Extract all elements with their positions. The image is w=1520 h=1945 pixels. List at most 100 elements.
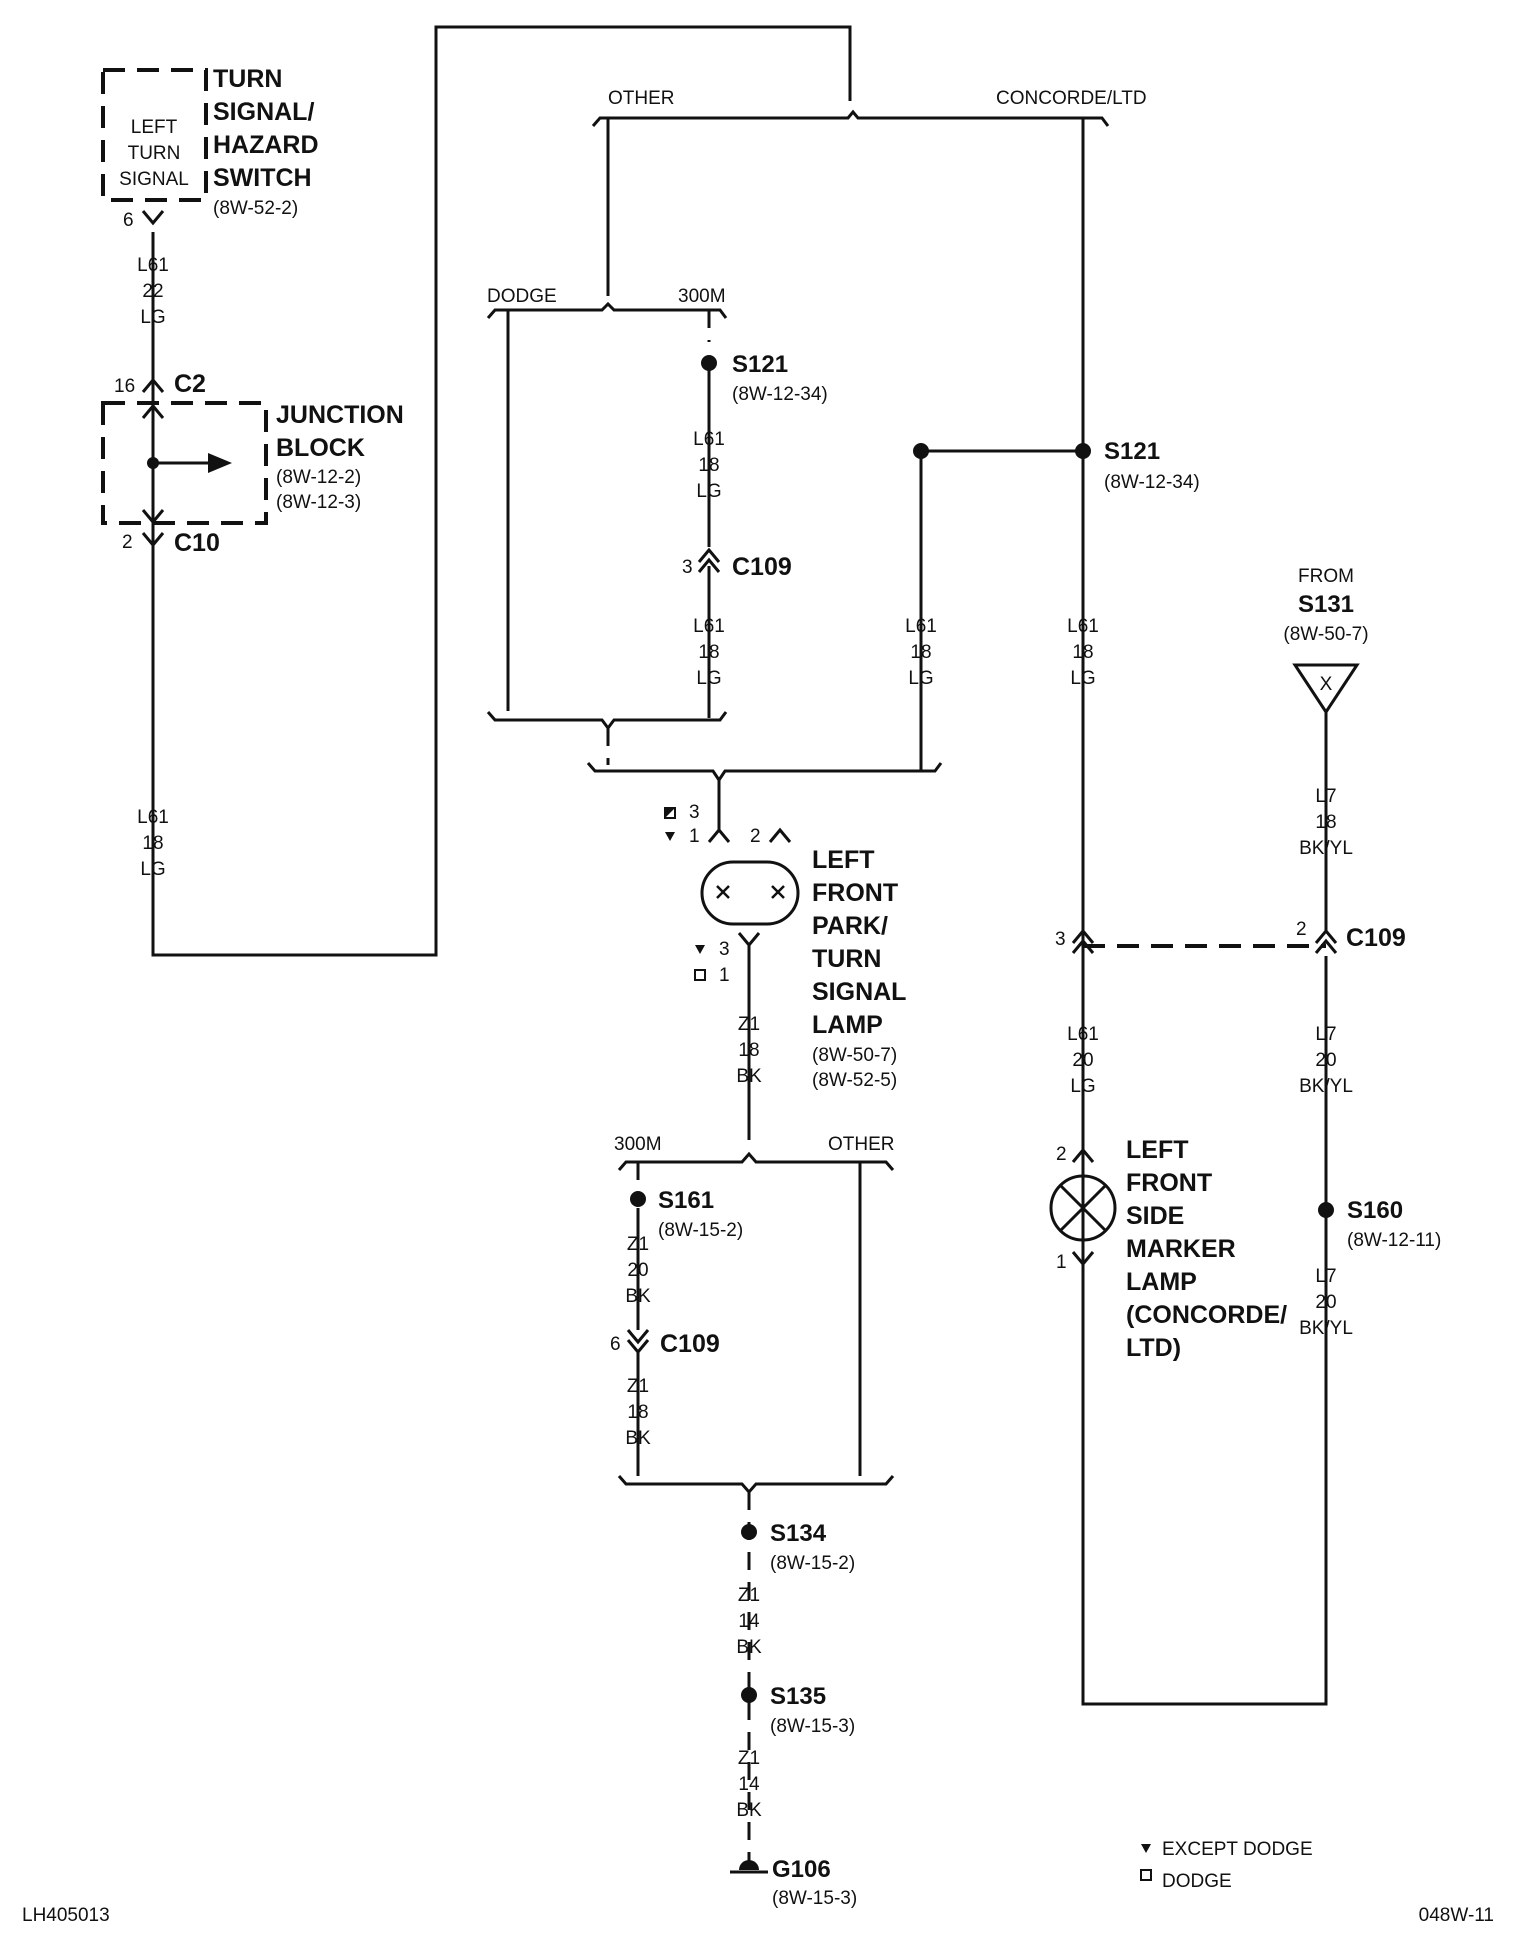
- wire-label-z1-14a-b: 14: [738, 1611, 760, 1632]
- wire-label-l61-20-b: 20: [1072, 1050, 1093, 1071]
- splice-s134-ref: (8W-15-2): [770, 1553, 855, 1574]
- dodge-marker-bottom: [694, 969, 706, 981]
- wire-label-z1-14b-a: Z1: [738, 1748, 760, 1769]
- wire-label-z1-20-a: Z1: [627, 1234, 649, 1255]
- lamp-top-pin-a-symbol: [707, 827, 731, 843]
- wire-label-z1-14b-b: 14: [738, 1774, 760, 1795]
- switch-title-4: SWITCH: [213, 164, 312, 192]
- park-lamp-ref-1: (8W-50-7): [812, 1045, 897, 1066]
- splice-s160-dot: [1318, 1202, 1334, 1218]
- wire-label-l7-20-a3: BK/YL: [1299, 1076, 1353, 1097]
- c10-pin-symbol: [141, 532, 165, 548]
- splice-s161-name: S161: [658, 1187, 714, 1214]
- wire-label-l7-20-a2: 20: [1315, 1050, 1336, 1071]
- splice-s121-b-dot: [1075, 443, 1091, 459]
- switch-title-2: SIGNAL/: [213, 98, 314, 126]
- splice-s135-name: S135: [770, 1683, 826, 1710]
- wire-label-c109-c: LG: [696, 668, 721, 689]
- switch-title-3: HAZARD: [213, 131, 319, 159]
- switch-inner-label-2: TURN: [128, 143, 181, 164]
- wire-label-l7-20-b1: L7: [1315, 1266, 1336, 1287]
- legend-except-dodge: EXCEPT DODGE: [1162, 1839, 1313, 1860]
- side-marker-title-5: LAMP: [1126, 1268, 1197, 1296]
- wire-label-l7-20-a1: L7: [1315, 1024, 1336, 1045]
- lamp-top-pin-c: 2: [750, 826, 761, 847]
- wire-label-l61-22-c: LG: [140, 307, 165, 328]
- variant-bracket-ground: [617, 1151, 895, 1171]
- switch-ref: (8W-52-2): [213, 198, 298, 219]
- c109-bottom-name: C109: [660, 1330, 720, 1358]
- variant-label-other: OTHER: [608, 88, 675, 109]
- c109-left-pin: 3: [682, 557, 693, 578]
- c2-pin-number: 16: [114, 376, 135, 397]
- from-s131-triangle: [1292, 663, 1360, 715]
- wire-label-left-a: L61: [137, 807, 169, 828]
- switch-pin-symbol: [141, 210, 165, 226]
- c109-left-name: C109: [732, 553, 792, 581]
- side-marker-top-pin-symbol: [1071, 1147, 1095, 1163]
- junction-block-title-2: BLOCK: [276, 434, 365, 462]
- wire-label-z1-18b-b: 18: [627, 1402, 648, 1423]
- c2-label: C2: [174, 370, 206, 398]
- switch-inner-label-3: SIGNAL: [119, 169, 189, 190]
- c2-pin-symbol: [141, 377, 165, 393]
- splice-s121-a-name: S121: [732, 351, 788, 378]
- lamp-bottom-pin-a: 3: [719, 939, 730, 960]
- legend-dodge-icon: [1140, 1869, 1152, 1881]
- wire-label-s121-c: LG: [696, 481, 721, 502]
- splice-s160-ref: (8W-12-11): [1347, 1230, 1441, 1251]
- variant-bracket-dodge: [486, 301, 728, 319]
- splice-s135-dot: [741, 1687, 757, 1703]
- wire-label-l61-20-c: LG: [1070, 1076, 1095, 1097]
- switch-title-1: TURN: [213, 65, 282, 93]
- splice-s121-a-dot: [701, 355, 717, 371]
- side-marker-title-3: SIDE: [1126, 1202, 1184, 1230]
- footer-left-code: LH405013: [22, 1905, 110, 1926]
- wire-label-l7-18-c: BK/YL: [1299, 838, 1353, 859]
- c109-right-right-symbol: [1314, 928, 1338, 954]
- wire-label-z1-18b-c: BK: [625, 1428, 651, 1449]
- lamp-top-pin-a: 3: [689, 802, 700, 823]
- wire-label-right-b: 18: [1072, 642, 1093, 663]
- from-s131-from: FROM: [1298, 566, 1354, 587]
- wire-label-z1-18-c: BK: [736, 1066, 762, 1087]
- wire-label-l7-18-b: 18: [1315, 812, 1336, 833]
- wire-label-l61-22-b: 22: [142, 281, 163, 302]
- lamp-bottom-pin-b: 1: [719, 965, 730, 986]
- merge-bracket-inner: [486, 711, 728, 731]
- splice-s134-dot: [741, 1524, 757, 1540]
- wire-label-l7-20-b2: 20: [1315, 1292, 1336, 1313]
- from-s131-symbol: X: [1320, 674, 1333, 695]
- wire-label-z1-18-b: 18: [738, 1040, 759, 1061]
- side-marker-bottom-pin: 1: [1056, 1252, 1067, 1273]
- c109-right-left-symbol: [1071, 928, 1095, 954]
- switch-inner-label-1: LEFT: [131, 117, 178, 138]
- wire-label-z1-20-c: BK: [625, 1286, 651, 1307]
- c109-right-left-pin: 3: [1055, 929, 1066, 950]
- wire-label-l61-20-a: L61: [1067, 1024, 1099, 1045]
- park-lamp-title-4: TURN: [812, 945, 881, 973]
- wire-concorde-drop: [1081, 118, 1328, 1706]
- junction-block-ref-2: (8W-12-3): [276, 492, 361, 513]
- wire-label-z1-18b-a: Z1: [627, 1376, 649, 1397]
- wire-label-l61-22-a: L61: [137, 255, 169, 276]
- splice-s134-name: S134: [770, 1520, 827, 1547]
- wire-label-mid-c: LG: [908, 668, 933, 689]
- junction-block-title-1: JUNCTION: [276, 401, 404, 429]
- splice-s135-ref: (8W-15-3): [770, 1716, 855, 1737]
- except-dodge-marker-bottom: [695, 945, 705, 954]
- side-marker-lamp-icon: [1058, 1183, 1108, 1233]
- legend-except-dodge-icon: [1141, 1844, 1151, 1853]
- variant-label-dodge: DODGE: [487, 286, 557, 307]
- wire-label-l7-18-a: L7: [1315, 786, 1336, 807]
- wire-label-z1-14b-c: BK: [736, 1800, 762, 1821]
- lamp-filament-right-icon: [771, 885, 785, 899]
- park-turn-lamp-body: [700, 860, 800, 926]
- variant-label-concorde-ltd: CONCORDE/LTD: [996, 88, 1147, 109]
- wire-label-z1-20-b: 20: [627, 1260, 648, 1281]
- variant-label-300m-top: 300M: [678, 286, 726, 307]
- lamp-bottom-pin-symbol: [737, 932, 761, 948]
- c10-pin-number: 2: [122, 532, 133, 553]
- wire-label-z1-18-a: Z1: [738, 1014, 760, 1035]
